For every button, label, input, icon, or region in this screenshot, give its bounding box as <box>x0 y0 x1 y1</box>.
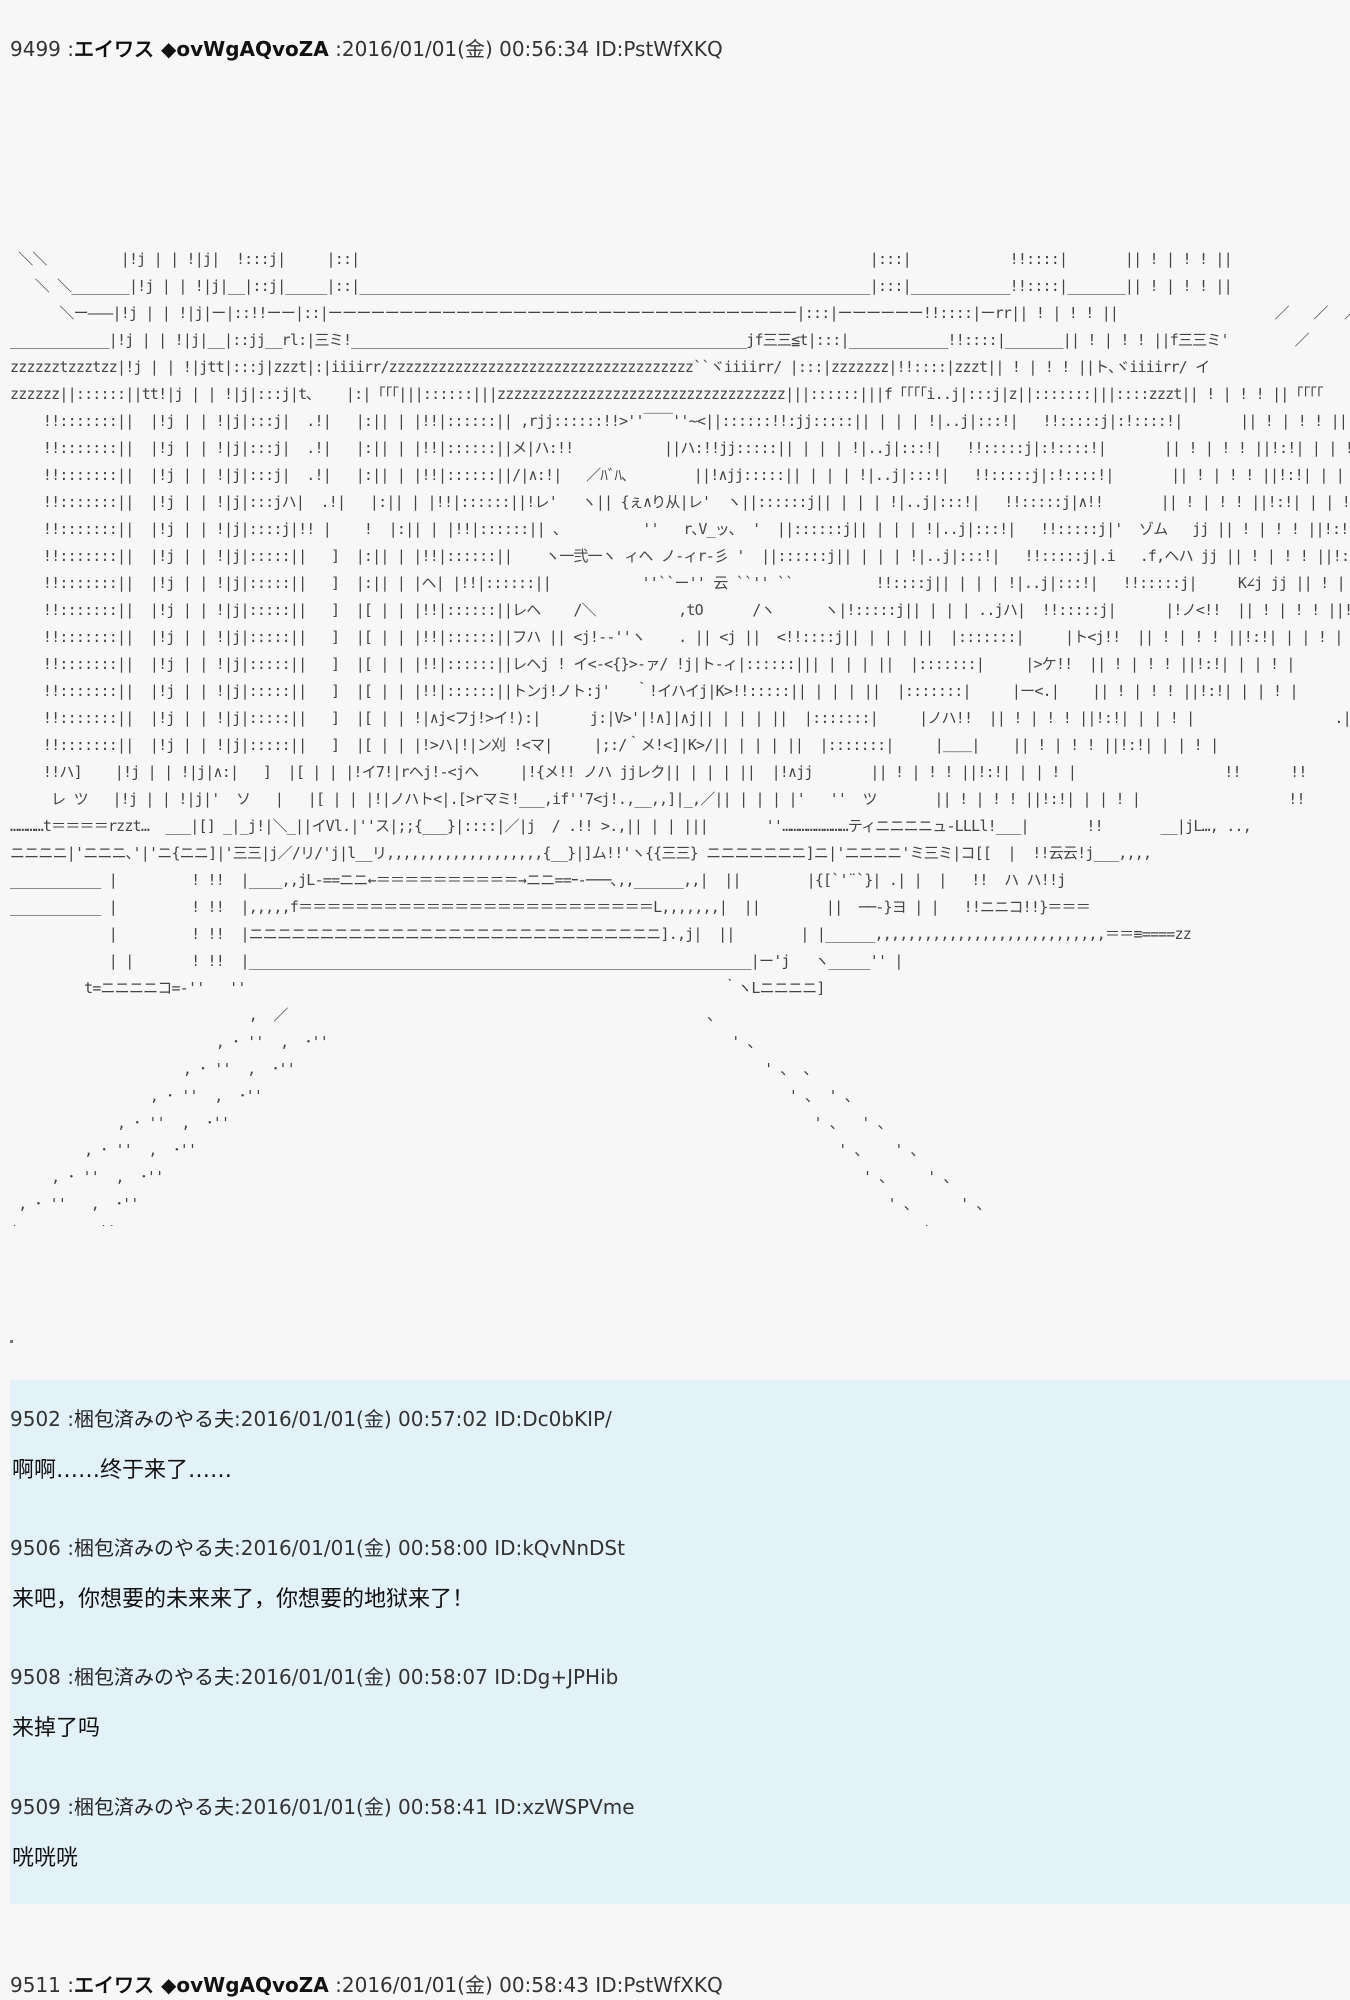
post-header: 9506 :梱包済みのやる夫:2016/01/01(金) 00:58:00 ID… <box>10 1535 625 1561</box>
post-body: 来吧，你想要的未来来了，你想要的地狱来了！ <box>12 1587 475 1612</box>
post-datetime: 2016/01/01(金) 00:58:43 <box>341 1973 589 1997</box>
poster-id: ID:Dg+JPHib <box>494 1665 619 1689</box>
post-header: 9509 :梱包済みのやる夫:2016/01/01(金) 00:58:41 ID… <box>10 1794 635 1820</box>
poster-name: 梱包済みのやる夫 <box>74 1536 235 1560</box>
post-datetime: 2016/01/01(金) 00:58:07 <box>240 1665 488 1689</box>
poster-id: ID:kQvNnDSt <box>494 1536 625 1560</box>
poster-id: ID:xzWSPVme <box>494 1795 635 1819</box>
post-number: 9502 <box>10 1407 61 1431</box>
post-number: 9499 <box>10 37 61 61</box>
post-separator: : <box>234 1407 241 1431</box>
post-body: 啊啊……终于来了…… <box>12 1458 233 1483</box>
post-separator: : <box>234 1795 241 1819</box>
post-separator: : <box>335 1973 342 1997</box>
post-separator: : <box>67 1973 75 1997</box>
poster-id: ID:PstWfXKQ <box>595 1973 723 1997</box>
post-datetime: 2016/01/01(金) 00:56:34 <box>341 37 589 61</box>
post-separator: : <box>234 1536 241 1560</box>
post-number: 9508 <box>10 1665 61 1689</box>
post-body: 来掉了吗 <box>12 1716 101 1741</box>
post-header: 9499 :エイワス ◆ovWgAQvoZA :2016/01/01(金) 00… <box>10 36 723 62</box>
ascii-art: ＼＼ |!j | | !|j| !:::j| |::| |:::| !!::::… <box>10 250 1350 1226</box>
post-separator: : <box>335 37 342 61</box>
post-separator: : <box>67 1536 75 1560</box>
poster-name: 梱包済みのやる夫 <box>74 1795 235 1819</box>
poster-name: 梱包済みのやる夫 <box>74 1665 235 1689</box>
post-number: 9511 <box>10 1973 61 1997</box>
post-header: 9508 :梱包済みのやる夫:2016/01/01(金) 00:58:07 ID… <box>10 1664 618 1690</box>
reply-block <box>10 1380 1350 1904</box>
separator-dot <box>10 1340 13 1343</box>
post-separator: : <box>67 1407 75 1431</box>
poster-name: エイワス ◆ovWgAQvoZA <box>74 37 329 61</box>
post-separator: : <box>234 1665 241 1689</box>
post-datetime: 2016/01/01(金) 00:57:02 <box>240 1407 488 1431</box>
post-header: 9502 :梱包済みのやる夫:2016/01/01(金) 00:57:02 ID… <box>10 1406 612 1432</box>
post-separator: : <box>67 37 75 61</box>
post-number: 9509 <box>10 1795 61 1819</box>
post-body: 咣咣咣 <box>12 1846 79 1871</box>
post-separator: : <box>67 1665 75 1689</box>
poster-id: ID:Dc0bKIP/ <box>494 1407 612 1431</box>
post-header: 9511 :エイワス ◆ovWgAQvoZA :2016/01/01(金) 00… <box>10 1972 723 1998</box>
poster-id: ID:PstWfXKQ <box>595 37 723 61</box>
poster-name: エイワス ◆ovWgAQvoZA <box>74 1973 329 1997</box>
post-separator: : <box>67 1795 75 1819</box>
poster-name: 梱包済みのやる夫 <box>74 1407 235 1431</box>
post-number: 9506 <box>10 1536 61 1560</box>
post-datetime: 2016/01/01(金) 00:58:00 <box>240 1536 488 1560</box>
post-datetime: 2016/01/01(金) 00:58:41 <box>240 1795 488 1819</box>
